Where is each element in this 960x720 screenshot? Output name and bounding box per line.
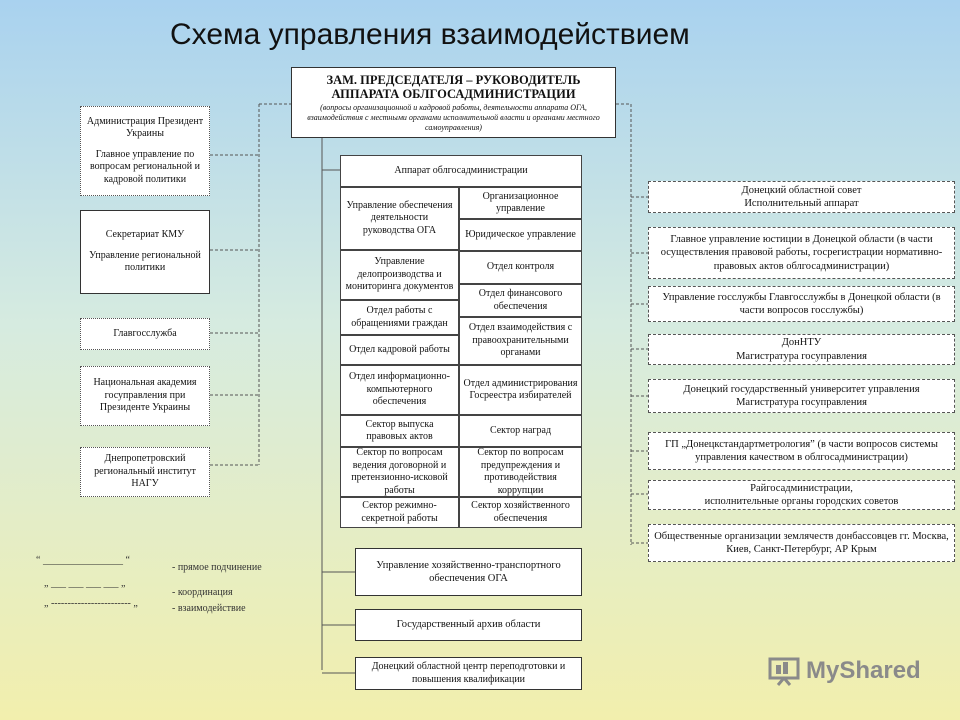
legend-interaction-text: - взаимодействие (172, 603, 246, 614)
apparatus-unit-label: Отдел работы с обращениями граждан (351, 305, 448, 329)
legend-direct-text: - прямое подчинение (172, 562, 262, 573)
apparatus-unit: Отдел администрирования Госреестра избир… (459, 365, 582, 415)
right-box-line1: Управление госслужбы Главгосслужбы в Дон… (662, 291, 941, 316)
apparatus-unit-label: Сектор по вопросам ведения договорной и … (351, 447, 448, 496)
deputy-head-box: ЗАМ. ПРЕДСЕДАТЕЛЯ – РУКОВОДИТЕЛЬ АППАРАТ… (291, 67, 616, 138)
bottom-box-transport: Управление хозяйственно-транспортного об… (355, 548, 582, 596)
apparatus-unit-label: Сектор режимно-секретной работы (361, 500, 438, 524)
left-box-line2: Управление региональной политики (89, 249, 201, 274)
legend-interaction-marks: „ ------------------------ „ (44, 598, 138, 609)
apparatus-unit-label: Сектор выпуска правовых актов (365, 418, 434, 443)
apparatus-unit: Управление делопроизводства и мониторинг… (340, 250, 459, 300)
left-box-line1: Национальная академия госуправления при … (93, 377, 197, 414)
apparatus-unit: Отдел кадровой работы (340, 335, 459, 365)
right-box-district-admins: Райгосадминистрации, исполнительные орга… (648, 480, 955, 510)
right-box-standards: ГП „Донецкстандартметрология” (в части в… (648, 432, 955, 470)
logo-text: MyShared (806, 657, 921, 684)
right-box-line2: Магистратура госуправления (736, 350, 867, 362)
legend-coordination-text: - координация (172, 587, 233, 598)
apparatus-unit-label: Управление обеспечения деятельности руко… (346, 199, 453, 236)
right-box-public-organizations: Общественные организации землячеств донб… (648, 524, 955, 562)
apparatus-unit: Сектор режимно-секретной работы (340, 497, 459, 528)
bottom-box-training-center: Донецкий областной центр переподготовки … (355, 657, 582, 690)
head-subtitle: (вопросы организационной и кадровой рабо… (307, 103, 600, 132)
left-box-kmu: Секретариат КМУ Управление региональной … (80, 210, 210, 294)
right-box-civil-service: Управление госслужбы Главгосслужбы в Дон… (648, 286, 955, 322)
bottom-box-label: Государственный архив области (396, 619, 541, 631)
left-box-line1: Днепропетровский региональный институт Н… (94, 453, 196, 490)
apparatus-unit: Отдел взаимодействия с правоохранительны… (459, 317, 582, 365)
right-box-donntu: ДонНТУ Магистратура госуправления (648, 334, 955, 365)
left-box-line1: Администрация Президент Украины (86, 115, 204, 140)
right-box-justice: Главное управление юстиции в Донецкой об… (648, 227, 955, 279)
presentation-board-icon (768, 657, 800, 686)
apparatus-unit-label: Сектор наград (489, 424, 552, 436)
apparatus-unit-label: Управление делопроизводства и мониторинг… (345, 256, 454, 293)
apparatus-unit: Отдел работы с обращениями граждан (340, 300, 459, 335)
bottom-box-label: Донецкий областной центр переподготовки … (371, 661, 566, 685)
left-box-dnipro-institute: Днепропетровский региональный институт Н… (80, 447, 210, 497)
apparatus-unit-label: Отдел финансового обеспечения (478, 288, 563, 312)
apparatus-unit-label: Отдел взаимодействия с правоохранительны… (468, 322, 573, 359)
right-box-line2: Исполнительный аппарат (744, 198, 859, 209)
head-title-line1: ЗАМ. ПРЕДСЕДАТЕЛЯ – РУКОВОДИТЕЛЬ (326, 72, 581, 87)
left-box-glavgossluzhba: Главгосслужба (80, 318, 210, 350)
apparatus-unit: Юридическое управление (459, 219, 582, 251)
right-box-line1: Донецкий областной совет (741, 184, 862, 196)
right-box-regional-council: Донецкий областной совет Исполнительный … (648, 181, 955, 213)
right-box-line1: Райгосадминистрации, (750, 482, 853, 494)
right-box-line2: Магистратура госуправления (736, 397, 867, 408)
apparatus-unit-label: Отдел контроля (486, 261, 555, 273)
left-box-national-academy: Национальная академия госуправления при … (80, 366, 210, 426)
apparatus-title-box: Аппарат облгосадминистрации (340, 155, 582, 187)
apparatus-unit-label: Организационное управление (482, 190, 559, 215)
apparatus-unit: Сектор наград (459, 415, 582, 447)
right-box-line1: Главное управление юстиции в Донецкой об… (660, 234, 943, 272)
apparatus-unit: Отдел контроля (459, 251, 582, 284)
left-box-line2: Главное управление по вопросам региональ… (90, 148, 200, 185)
legend-coordination-marks: „ ___ ___ ___ ___ „ (44, 578, 126, 589)
left-box-line1: Главгосслужба (113, 327, 177, 339)
apparatus-unit-label: Сектор по вопросам предупреждения и прот… (477, 447, 564, 496)
apparatus-unit-label: Отдел администрирования Госреестра избир… (463, 377, 578, 402)
apparatus-unit: Отдел информационно-компьютерного обеспе… (340, 365, 459, 415)
right-box-line1: ДонНТУ (781, 337, 822, 349)
apparatus-unit: Сектор по вопросам предупреждения и прот… (459, 447, 582, 497)
apparatus-unit-label: Сектор хозяйственного обеспечения (471, 500, 570, 524)
apparatus-unit: Сектор выпуска правовых актов (340, 415, 459, 447)
right-box-line1: Общественные организации землячеств донб… (654, 530, 949, 555)
right-box-line2: исполнительные органы городских советов (704, 496, 899, 507)
left-box-administration: Администрация Президент Украины Главное … (80, 106, 210, 196)
bottom-box-archive: Государственный архив области (355, 609, 582, 641)
page-title: Схема управления взаимодействием (170, 18, 690, 51)
apparatus-unit-label: Юридическое управление (465, 228, 576, 240)
apparatus-title: Аппарат облгосадминистрации (394, 164, 528, 176)
apparatus-unit: Сектор по вопросам ведения договорной и … (340, 447, 459, 497)
head-title-line2: АППАРАТА ОБЛГОСАДМИНИСТРАЦИИ (331, 87, 576, 102)
legend-direct-marks: “ ________________ “ (36, 555, 130, 566)
right-box-line1: Донецкий государственный университет упр… (683, 383, 920, 395)
left-box-line1: Секретариат КМУ (105, 229, 185, 241)
apparatus-unit-label: Отдел информационно-компьютерного обеспе… (349, 371, 450, 408)
bottom-box-label: Управление хозяйственно-транспортного об… (376, 559, 561, 584)
apparatus-unit: Управление обеспечения деятельности руко… (340, 187, 459, 250)
apparatus-unit: Организационное управление (459, 187, 582, 219)
myshared-logo: MyShared (768, 656, 921, 686)
apparatus-unit: Сектор хозяйственного обеспечения (459, 497, 582, 528)
apparatus-unit-label: Отдел кадровой работы (349, 343, 450, 355)
apparatus-unit: Отдел финансового обеспечения (459, 284, 582, 317)
right-box-line1: ГП „Донецкстандартметрология” (в части в… (665, 438, 938, 463)
right-box-dsum: Донецкий государственный университет упр… (648, 379, 955, 413)
